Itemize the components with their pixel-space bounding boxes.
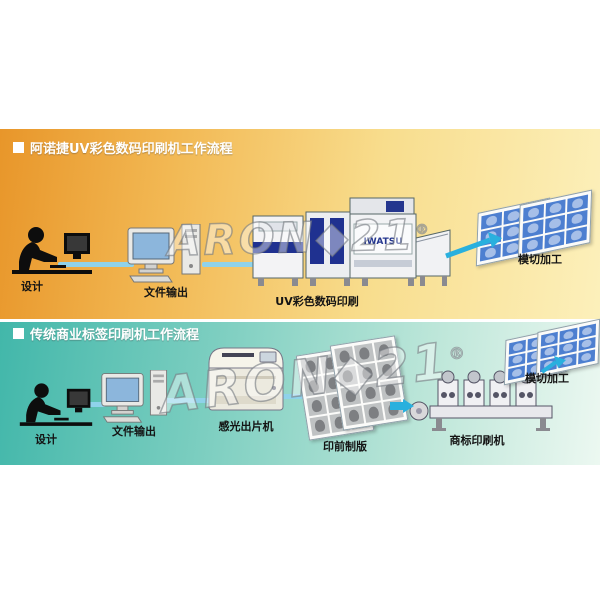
connector-line [78,402,106,407]
label-stamp [334,346,355,367]
label-stamp [566,226,587,245]
press-brand-text: IWATSU [363,237,402,247]
label-press-label: 商标印刷机 [449,434,505,447]
uv-workflow-title-text: 阿诺捷UV彩色数码印刷机工作流程 [30,142,233,157]
traditional-designer-label: 设计 [35,433,57,446]
label-stamp [373,339,395,361]
uv-workflow-title: 阿诺捷UV彩色数码印刷机工作流程 [13,138,233,157]
traditional-workflow-title-text: 传统商业标签印刷机工作流程 [30,328,200,343]
label-stamp [354,343,375,364]
title-bullet-icon [13,142,24,153]
label-stamp [363,402,384,423]
label-stamp [544,230,565,249]
traditional-diecut-label: 模切加工 [525,372,569,385]
uv-workstation-illustration [127,224,201,283]
uv-designer-label: 设计 [21,280,43,293]
connector-line [202,262,258,267]
film-sheet [329,335,409,431]
uv-designer-illustration [12,227,92,274]
uv-file-output-label: 文件输出 [144,286,188,299]
uv-diecut-label: 模切加工 [518,253,562,266]
label-stamp [380,379,401,401]
label-stamp [357,362,378,384]
label-stamp [303,375,324,397]
imagesetter-label: 感光出片机 [218,420,274,433]
prepress-film-sheets-illustration [295,335,409,441]
uv-press-label: UV彩色数码印刷 [275,295,359,308]
label-stamp [577,349,596,365]
label-stamp [376,359,398,381]
prepress-label: 印前制版 [323,440,367,453]
imagesetter-illustration [208,347,284,411]
flow-arrow-icon [390,399,414,413]
label-stamp [337,365,358,387]
label-sheet [517,189,593,259]
title-bullet-icon [13,328,24,339]
label-stamp [360,382,381,404]
traditional-workflow-title: 传统商业标签印刷机工作流程 [13,324,199,343]
connector-line [164,398,210,403]
connector-line [280,394,306,399]
label-press-illustration [409,370,553,431]
flow-arrow-icon [540,356,566,374]
flow-arrow-icon [445,232,502,259]
label-stamp [306,395,328,417]
traditional-file-output-label: 文件输出 [112,425,156,438]
uv-digital-press-illustration: IWATSU [252,197,451,286]
traditional-workstation-illustration [101,370,168,423]
traditional-designer-illustration [19,383,93,426]
label-stamp [343,405,365,427]
label-stamp [340,385,362,407]
label-stamp [309,415,331,437]
connector-line [58,262,134,267]
label-stamp [300,356,321,377]
